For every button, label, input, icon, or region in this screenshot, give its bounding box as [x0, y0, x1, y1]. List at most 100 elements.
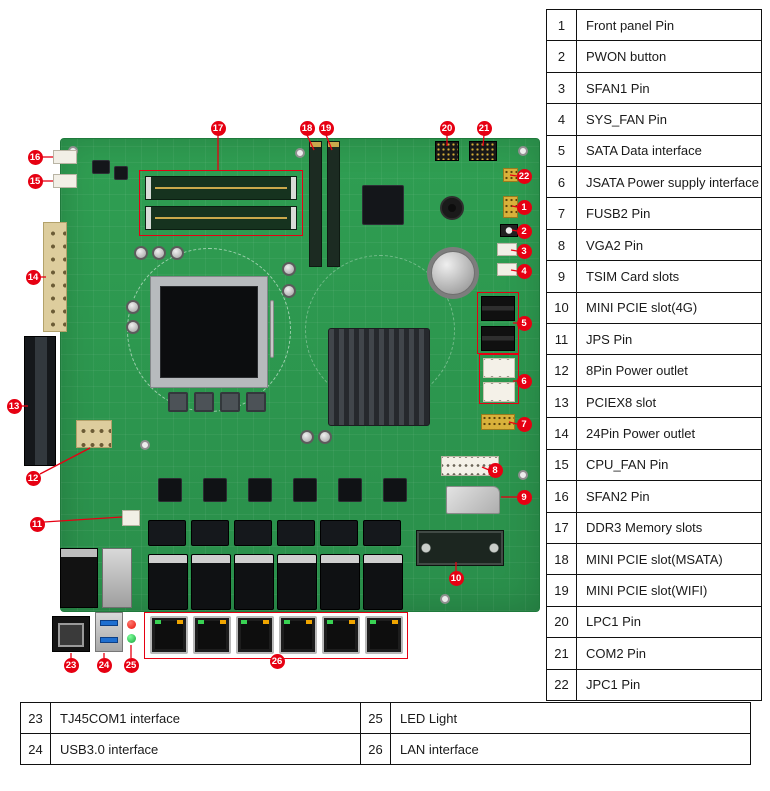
cmos-battery-holder	[427, 247, 479, 299]
legend-number: 2	[546, 40, 577, 73]
power-8pin-connector	[76, 420, 112, 448]
lan-transformer	[363, 520, 401, 546]
legend-label: DDR3 Memory slots	[576, 511, 762, 544]
lan-led-green	[327, 620, 333, 624]
callout-4: 4	[516, 263, 532, 279]
callout-5: 5	[516, 315, 532, 331]
tj45com1-port	[52, 616, 90, 652]
usb3-tab	[100, 620, 118, 626]
legend-label: SYS_FAN Pin	[576, 103, 762, 136]
rear-rj45-block	[60, 548, 98, 608]
sfan2-connector	[53, 150, 77, 164]
legend-label: TJ45COM1 interface	[50, 702, 361, 734]
buzzer	[440, 196, 464, 220]
sata-connector	[481, 326, 515, 351]
callout-23: 23	[63, 657, 79, 673]
callout-15: 15	[27, 173, 43, 189]
lan-port	[236, 616, 274, 654]
callout-9: 9	[516, 489, 532, 505]
lan-port-rear	[363, 554, 403, 610]
lan-led-green	[198, 620, 204, 624]
lan-port-rear	[148, 554, 188, 610]
legend-number: 26	[360, 733, 391, 765]
usb3-port-stack	[95, 612, 123, 652]
legend-number: 3	[546, 71, 577, 105]
capacitor	[126, 320, 140, 334]
legend-number: 7	[546, 197, 577, 230]
capacitor	[300, 430, 314, 444]
atx-24pin-connector	[43, 222, 67, 332]
legend-label: CPU_FAN Pin	[576, 448, 762, 482]
ethernet-phy-chip	[203, 478, 227, 502]
vrm-choke	[246, 392, 266, 412]
mini-pcie-msata-slot	[309, 141, 322, 267]
legend-label: FUSB2 Pin	[576, 197, 762, 230]
mini-pcie-4g-slot	[416, 530, 504, 566]
jsata-power-connector	[483, 382, 515, 402]
lan-port	[365, 616, 403, 654]
lan-transformer	[148, 520, 186, 546]
mounting-hole	[295, 148, 305, 158]
legend-number: 19	[546, 574, 577, 607]
sata-connector	[481, 296, 515, 321]
legend-label: TSIM Card slots	[576, 260, 762, 293]
capacitor	[170, 246, 184, 260]
legend-label: JPC1 Pin	[576, 668, 762, 702]
cpu-fan-connector	[53, 174, 77, 188]
lan-transformer	[191, 520, 229, 546]
cmos-battery	[431, 251, 475, 295]
front-panel-header	[503, 196, 518, 218]
lan-transformer	[277, 520, 315, 546]
capacitor	[318, 430, 332, 444]
legend-label: LAN interface	[390, 733, 751, 765]
legend-label: PWON button	[576, 40, 762, 73]
mounting-hole	[140, 440, 150, 450]
cpu-socket-cavity	[160, 286, 258, 378]
legend-label: SFAN1 Pin	[576, 71, 762, 105]
ethernet-phy-chip	[383, 478, 407, 502]
led-red	[127, 620, 136, 629]
legend-number: 9	[546, 260, 577, 293]
legend-number: 13	[546, 385, 577, 419]
fusb2-header	[481, 414, 515, 430]
legend-number: 1	[546, 8, 577, 42]
legend-number: 12	[546, 354, 577, 387]
callout-11: 11	[29, 516, 45, 532]
legend-number: 15	[546, 448, 577, 482]
highlight-box-ddr3	[139, 170, 303, 236]
lan-transformer	[320, 520, 358, 546]
small-chip	[114, 166, 128, 180]
lan-led-amber	[392, 620, 398, 624]
vga2-connector	[441, 456, 499, 476]
ddr3-dimm-slot	[145, 206, 297, 230]
callout-20: 20	[439, 120, 455, 136]
callout-3: 3	[516, 243, 532, 259]
ethernet-phy-chip	[338, 478, 362, 502]
legend-label: MINI PCIE slot(MSATA)	[576, 542, 762, 576]
lan-port	[150, 616, 188, 654]
callout-17: 17	[210, 120, 226, 136]
capacitor	[282, 284, 296, 298]
legend-label: JSATA Power supply interface	[576, 166, 762, 199]
callout-1: 1	[516, 199, 532, 215]
legend-label: MINI PCIE slot(4G)	[576, 291, 762, 325]
jpc1-header	[503, 168, 518, 182]
lan-port	[193, 616, 231, 654]
callout-22: 22	[516, 168, 532, 184]
lan-led-amber	[220, 620, 226, 624]
legend-label: USB3.0 interface	[50, 733, 361, 765]
legend-label: COM2 Pin	[576, 637, 762, 670]
legend-number: 20	[546, 605, 577, 639]
